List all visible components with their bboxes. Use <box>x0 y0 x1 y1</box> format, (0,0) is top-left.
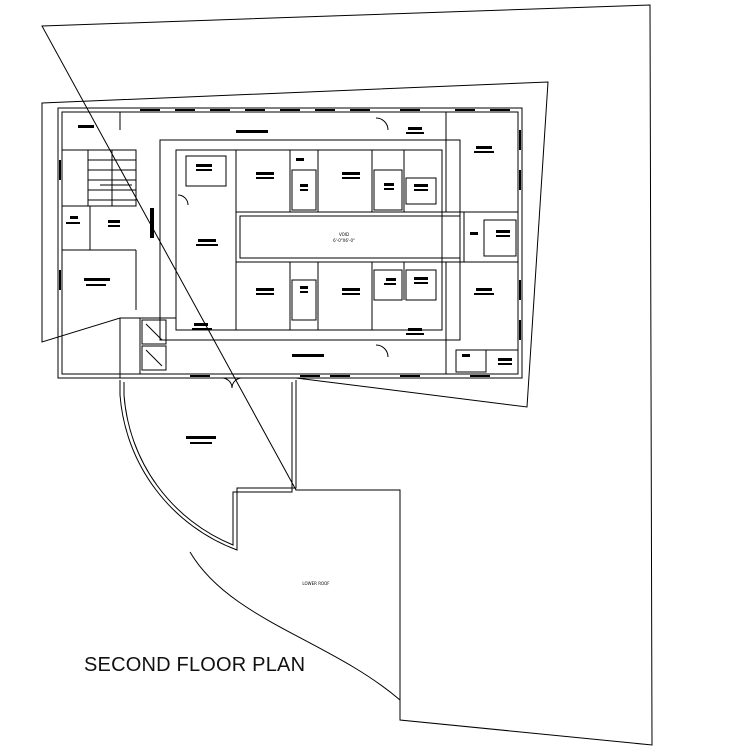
site-boundary <box>41 4 653 746</box>
room-label-marks <box>66 125 512 444</box>
void-dimensions: 6'-0"X6'-0" <box>333 238 355 243</box>
outer-walls <box>57 107 523 379</box>
window-marks <box>59 109 521 377</box>
door-swings <box>177 117 389 389</box>
lower-roof-label: LOWER ROOF <box>302 581 330 586</box>
drawing-title: SECOND FLOOR PLAN <box>84 654 306 676</box>
lower-curved-wing <box>119 380 297 551</box>
building-outline <box>41 81 549 408</box>
void-label: VOID <box>339 232 349 237</box>
staircase <box>87 149 137 207</box>
lower-roof-edge <box>189 551 401 701</box>
room-partitions <box>62 112 518 374</box>
lift-shafts <box>141 319 167 371</box>
